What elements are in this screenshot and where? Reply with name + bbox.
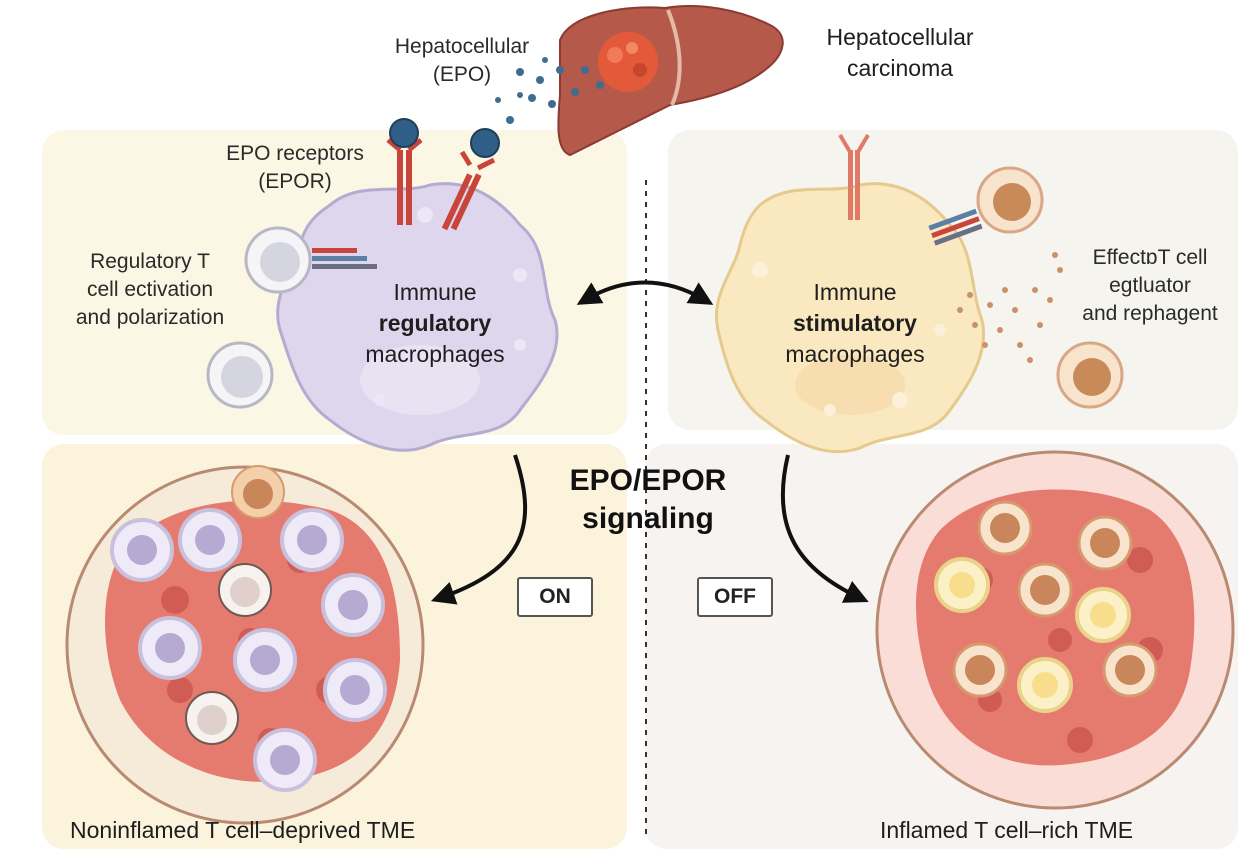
noninflamed-tme-label: Noninflamed T cell–deprived TME [70,817,416,843]
hepatocellular-epo-label: Hepatocellular(EPO) [394,35,530,86]
effector-t-cell-2 [1056,341,1124,409]
treg-cluster [110,508,387,792]
arrow-to-inflamed [780,454,869,603]
inflamed-tme-label: Inflamed T cell–rich TME [880,817,1134,843]
inflamed-tme-illustration [875,450,1235,810]
tumor-mass [598,32,658,92]
liver-icon [557,5,784,157]
on-badge: ON [517,577,593,617]
noninflamed-tme-illustration [65,465,425,825]
interconversion-arrow [576,280,714,305]
off-badge: OFF [697,577,773,617]
regulatory-t-cell-1 [244,226,312,294]
stimulatory-macrophage [715,182,985,454]
unbound-epor-receptor [838,133,870,220]
treg-interaction-bars [312,248,377,269]
epo-particles [495,57,604,124]
arrow-to-noninflamed [430,454,528,605]
epo-receptors-label: EPO receptors(EPOR) [226,142,364,193]
effector-t-cell-1 [976,166,1044,234]
epor-receptor-1 [386,118,423,225]
rare-t-cells [185,465,285,745]
cytokine-dots [957,252,1063,363]
effector-interaction-bars [928,208,983,246]
epor-receptor-2 [441,128,500,231]
regulatory-t-cell-2 [206,341,274,409]
